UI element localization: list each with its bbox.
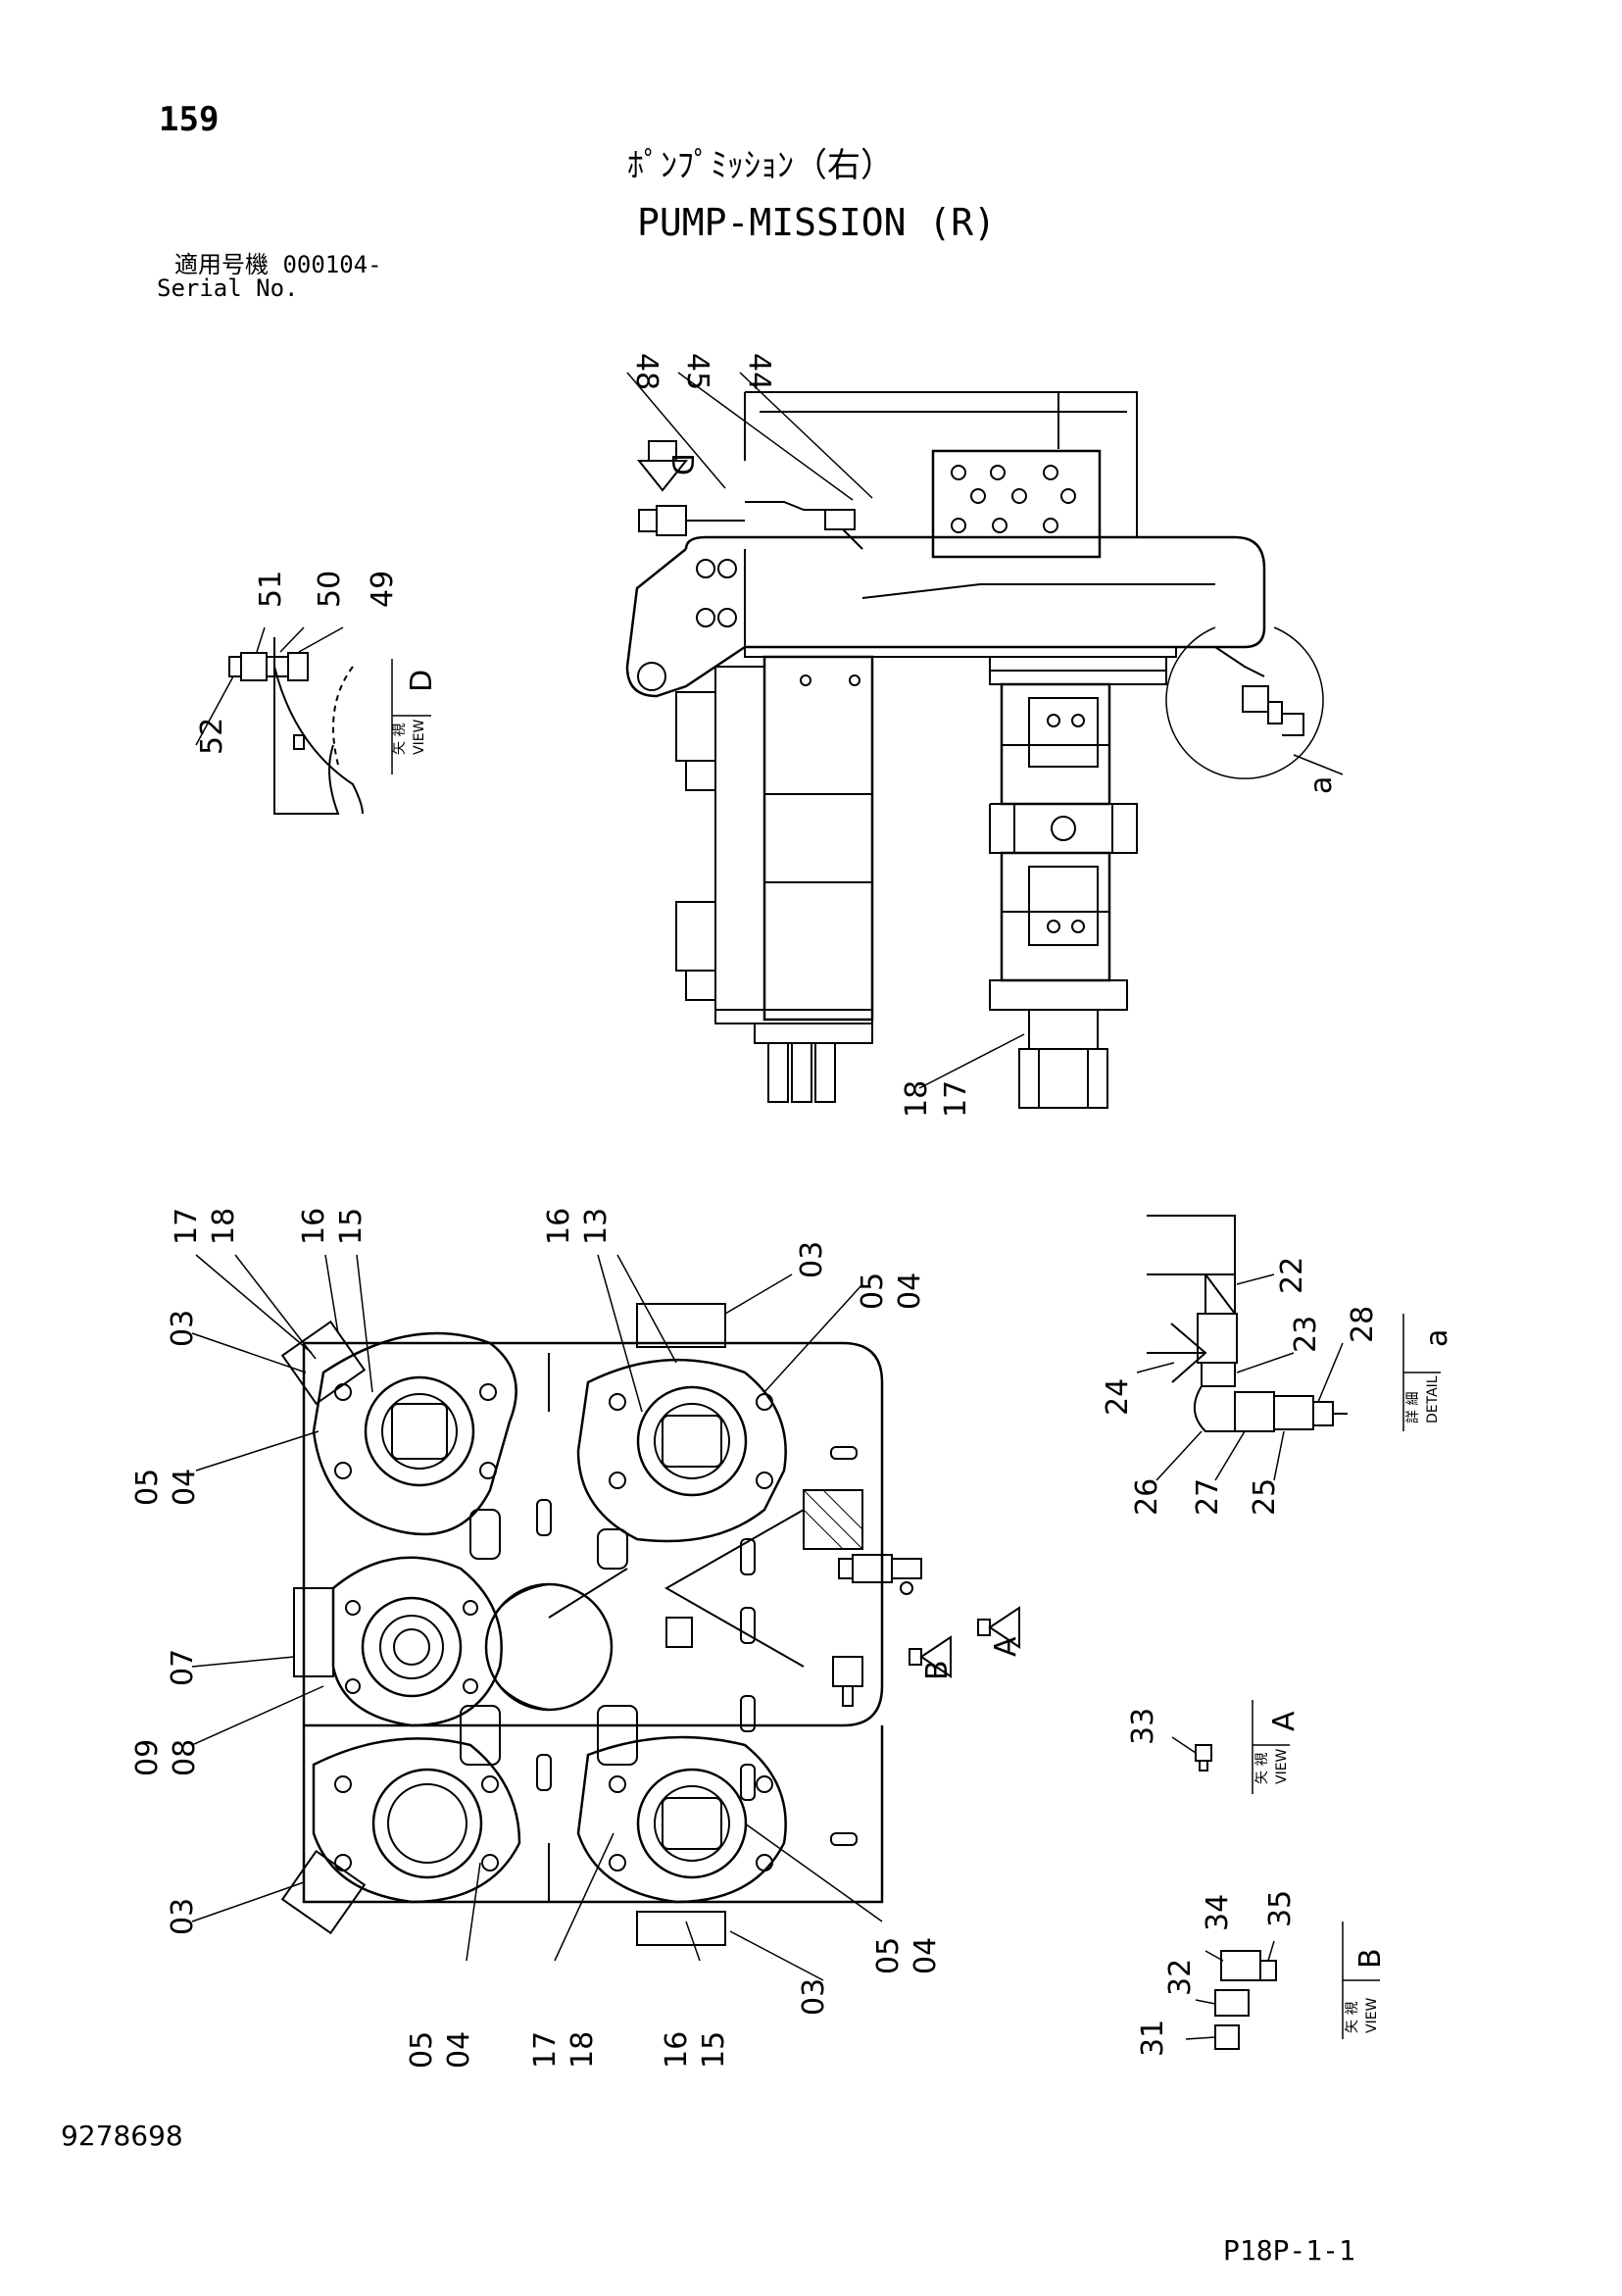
callout-35: 35 [1263,1890,1298,1927]
view-a-letter: A [1267,1711,1302,1731]
callout-07-left: 07 [166,1649,200,1686]
callout-32: 32 [1163,1959,1198,1996]
callout-18-bottom: 18 [565,2031,600,2069]
callout-04-left: 04 [168,1469,202,1506]
view-d-letter: D [405,670,439,692]
view-b-kanji: 矢 視 [1345,2002,1360,2033]
detail-circle-letter: a [1304,776,1339,794]
callout-45: 45 [680,353,714,390]
sheet-code: P18P-1-1 [1223,2234,1355,2267]
callout-31: 31 [1136,2020,1170,2057]
leader-lines-top [626,372,1344,1089]
callout-04-bottom: 04 [442,2031,476,2069]
callout-16-left: 16 [297,1208,331,1245]
view-d-label: VIEW [412,719,427,755]
callout-50: 50 [313,571,347,608]
plan-view-fittings [832,1554,922,1707]
callout-27: 27 [1191,1478,1225,1516]
callout-49: 49 [366,571,400,608]
serial-number-label-jp: 適用号機 000104- [174,251,382,278]
detail-a-letter: a [1420,1329,1454,1347]
callout-03-right-top: 03 [795,1241,829,1278]
callout-23: 23 [1289,1316,1323,1353]
callout-18: 18 [900,1080,934,1118]
callout-05-right-bottom: 05 [871,1937,906,1974]
view-label-frames [391,659,1441,2039]
view-d-kanji: 矢 視 [392,724,408,755]
callout-03-right-bottom: 03 [797,1978,831,2016]
pump-flange-top-left [280,1320,517,1560]
callout-16-bottom: 16 [660,2031,694,2069]
detail-a-fitting [1147,1215,1348,1432]
view-b-letter: B [1353,1948,1388,1969]
callout-33: 33 [1126,1708,1160,1745]
callout-22: 22 [1275,1257,1309,1294]
view-a-b-arrows [909,1606,1020,1678]
view-d-detail [195,626,364,815]
leader-lines-detail-a [1136,1273,1344,1481]
callout-05-right-top: 05 [856,1273,890,1310]
view-b-label: VIEW [1364,1997,1380,2033]
view-a-fitting [1171,1736,1212,1772]
callout-48: 48 [629,353,664,390]
callout-18-left: 18 [207,1208,241,1245]
pump-flange-top-right [576,1303,787,1570]
callout-24: 24 [1101,1378,1135,1416]
view-b-fitting [1185,1940,1277,2050]
detail-a-label: DETAIL [1425,1375,1441,1423]
pump-flange-bottom-right [576,1705,787,1946]
arrow-letter-d: D [664,453,699,475]
callout-05-left: 05 [130,1469,165,1506]
detail-circle-a [1165,626,1324,779]
callout-15-bottom: 15 [697,2031,731,2069]
pump-flange-bottom-left [280,1705,521,1935]
callout-09-left: 09 [130,1739,165,1776]
callout-17: 17 [939,1080,973,1118]
callout-28: 28 [1346,1306,1380,1343]
center-motor-flange [293,1556,693,1727]
right-pump-stack [989,670,1167,1109]
page-number: 159 [159,100,220,139]
callout-16-right: 16 [542,1208,576,1245]
callout-03-left-top: 03 [166,1310,200,1347]
title-japanese: ﾎﾟﾝﾌﾟﾐｯｼｮﾝ（右） [627,146,894,185]
title-english: PUMP-MISSION (R) [637,201,997,244]
callout-04-right-top: 04 [893,1273,927,1310]
callout-15-left: 15 [334,1208,369,1245]
view-a-label: VIEW [1274,1748,1290,1784]
callout-05-bottom: 05 [405,2031,439,2069]
gauge-fitting [638,501,863,550]
document-number: 9278698 [61,2120,183,2152]
callout-08-left: 08 [168,1739,202,1776]
callout-26: 26 [1130,1478,1164,1516]
callout-25: 25 [1248,1478,1282,1516]
valve-block-holes [951,465,1076,533]
left-motor-body [675,655,874,1103]
arrow-letter-b: B [920,1660,955,1680]
callout-13-right: 13 [579,1208,614,1245]
callout-03-left-bottom: 03 [166,1898,200,1935]
callout-52: 52 [195,718,229,755]
callout-44: 44 [742,353,776,390]
view-a-kanji: 矢 視 [1254,1753,1270,1784]
callout-17-bottom: 17 [528,2031,563,2069]
detail-a-kanji: 詳 細 [1405,1392,1421,1423]
view-d-arrow [636,440,689,492]
callout-17-left: 17 [170,1208,204,1245]
plan-view-base-plate [302,1341,884,1904]
serial-number-label-en: Serial No. [157,275,299,302]
callout-04-right-bottom: 04 [909,1937,943,1974]
arrow-letter-a: A [989,1636,1023,1657]
side-view-assembly [625,391,1324,1109]
callout-34: 34 [1201,1894,1235,1931]
callout-51: 51 [254,571,288,608]
leader-lines-plan [191,1254,883,1981]
